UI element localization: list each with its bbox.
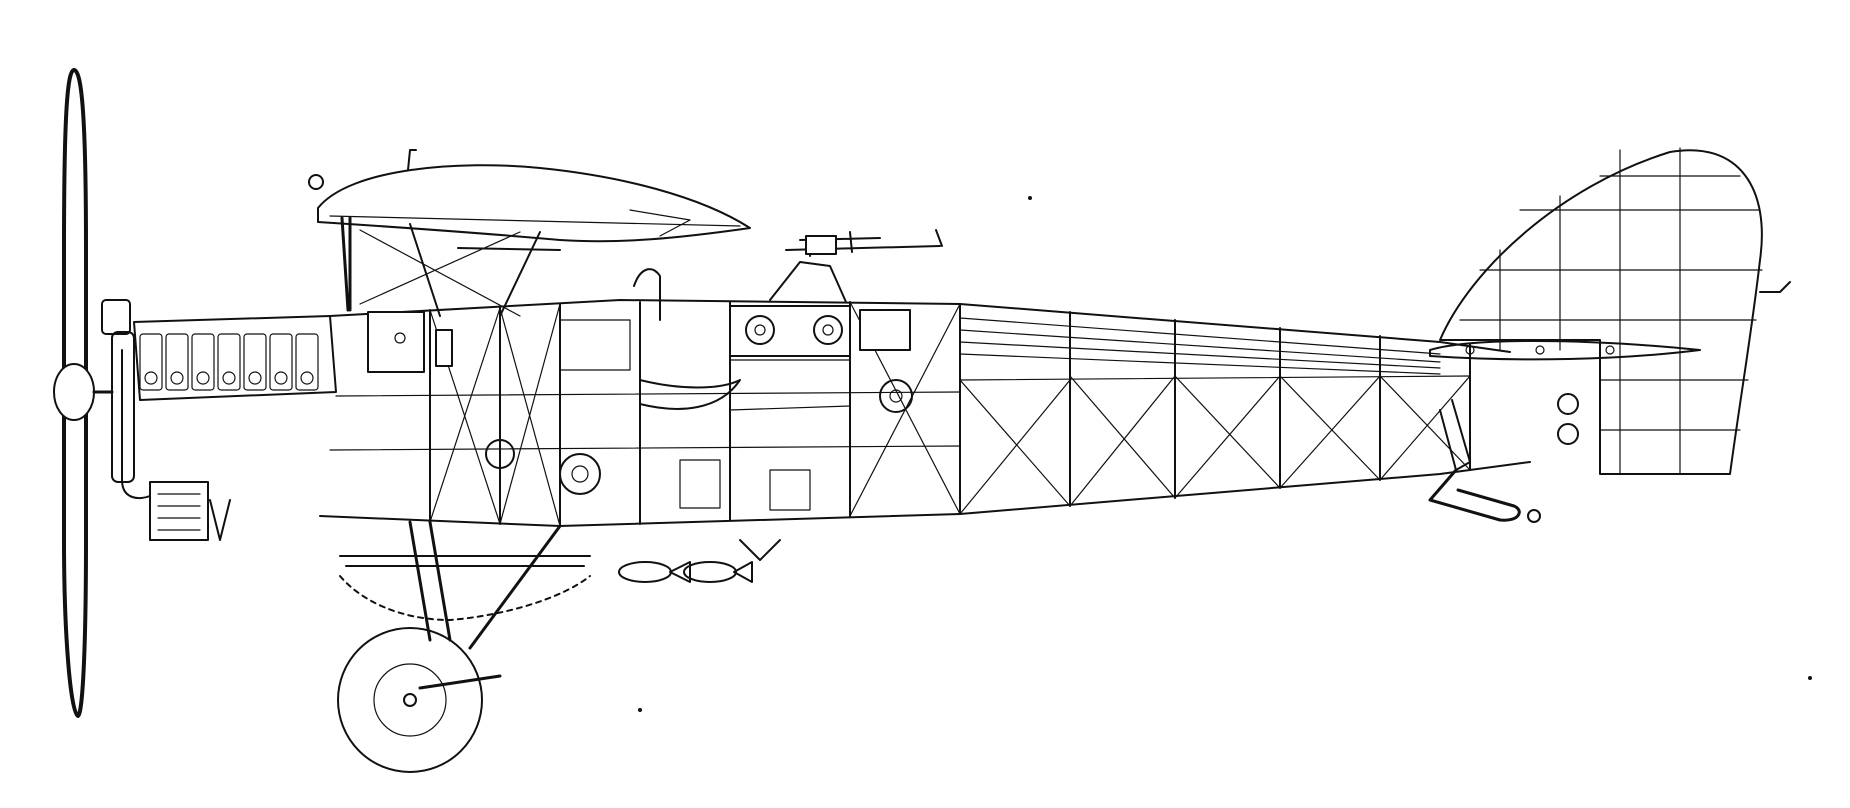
radiator-header-tank — [101, 299, 131, 335]
gunner-cockpit — [729, 229, 943, 413]
scarff-ring — [769, 261, 847, 303]
engine — [101, 299, 337, 541]
paper-specks — [638, 196, 1812, 712]
main-wheel — [337, 627, 483, 773]
fuel-tank — [367, 311, 425, 373]
oil-cooler — [149, 481, 209, 541]
bombs — [618, 539, 781, 583]
radio-equipment — [729, 305, 851, 357]
propeller-hub — [53, 363, 95, 421]
upper-wing — [308, 149, 751, 251]
tailplane — [1429, 340, 1701, 361]
wheel-hub — [373, 663, 447, 737]
cabane-struts — [340, 216, 541, 317]
undercarriage — [337, 520, 591, 773]
pilot-seat — [639, 379, 741, 410]
tail-skid — [1428, 399, 1541, 523]
propeller — [53, 68, 114, 718]
fin-and-rudder — [1439, 147, 1791, 475]
engine-cylinders — [139, 333, 319, 391]
forward-fuselage-frame — [319, 268, 961, 527]
rear-fuselage — [959, 303, 1531, 515]
